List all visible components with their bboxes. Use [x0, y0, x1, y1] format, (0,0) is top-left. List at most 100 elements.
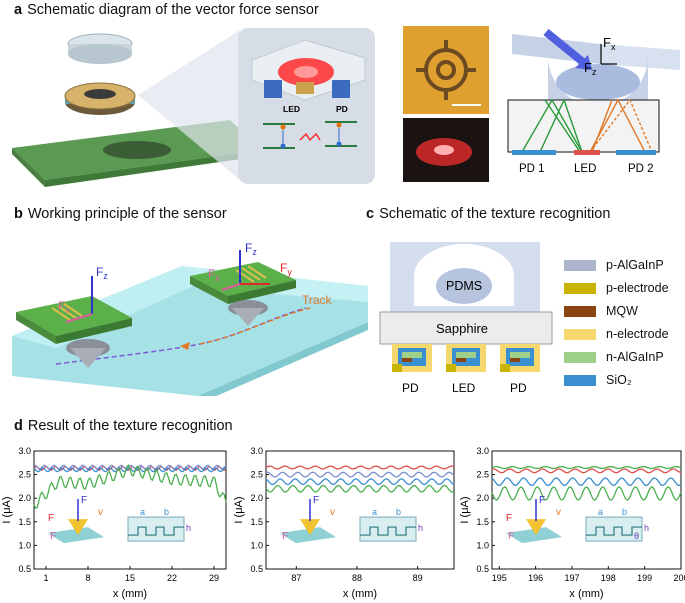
zoom-led-label: LED: [283, 104, 300, 114]
y-tick-label: 0.5: [250, 564, 263, 574]
inset-fy-label: F: [506, 513, 512, 524]
y-tick-label: 1.5: [476, 517, 489, 527]
inset-probe: [526, 519, 546, 536]
legend-label: SiO₂: [606, 373, 632, 387]
inset-fx-label: F: [50, 531, 56, 542]
inset-profile-box: [359, 516, 417, 542]
y-tick-label: 1.5: [18, 517, 31, 527]
pd1-label: PD 1: [519, 163, 545, 175]
legend-swatch: [564, 328, 596, 340]
inset-fy-label: F: [48, 513, 54, 524]
y-tick-label: 3.0: [250, 446, 263, 456]
legend-item: n-electrode: [564, 327, 669, 341]
band-diagram-led: [263, 123, 295, 149]
y-axis-label: I (μA): [1, 496, 13, 523]
right-fx-label: Fx: [208, 267, 220, 283]
legend-swatch: [564, 374, 596, 386]
legend-label: p-AlGaInP: [606, 258, 664, 272]
micrograph-electrodes: [416, 40, 476, 100]
y-tick-label: 3.0: [476, 446, 489, 456]
y-tick-label: 0.5: [18, 564, 31, 574]
right-fy-label: Fy: [280, 261, 292, 277]
inset-probe: [300, 519, 320, 536]
sapphire-label: Sapphire: [436, 321, 488, 336]
zoom-pd-label: PD: [336, 104, 348, 114]
inset-surface: [48, 527, 104, 544]
sensor-cap: [67, 33, 133, 64]
x-tick-label: 89: [413, 573, 423, 583]
inset-fx-label: F: [508, 531, 514, 542]
series-line: [491, 465, 682, 470]
track-arrowhead: [180, 342, 190, 350]
y-tick-label: 2.5: [250, 470, 263, 480]
series-line: [265, 465, 455, 470]
series-line: [33, 464, 227, 510]
y-tick-label: 1.0: [18, 540, 31, 550]
panel-b-title-text: Working principle of the sensor: [27, 206, 227, 222]
legend-swatch: [564, 259, 596, 271]
y-axis-label: I (μA): [233, 496, 245, 523]
x-tick-label: 29: [209, 573, 219, 583]
pd1-block: [512, 150, 556, 155]
y-axis-label: I (μA): [459, 496, 471, 523]
panel-b-letter: b: [14, 206, 23, 222]
x-tick-label: 195: [492, 573, 507, 583]
legend-swatch: [564, 282, 596, 294]
fz-label: Fz: [584, 60, 597, 77]
sensor-right: [190, 262, 296, 326]
legend-swatch: [564, 351, 596, 363]
x-axis-label: x (mm): [569, 588, 603, 600]
y-tick-label: 2.5: [476, 470, 489, 480]
led-block: [574, 150, 600, 155]
x-tick-label: 15: [125, 573, 135, 583]
x-tick-label: 198: [601, 573, 616, 583]
x-tick-label: 1: [43, 573, 48, 583]
pdms-dome: [390, 242, 540, 316]
inset-fz-label: F: [81, 495, 87, 506]
x-axis-label: x (mm): [113, 588, 147, 600]
force-arrow: [543, 28, 592, 71]
x-tick-label: 200: [673, 573, 685, 583]
inset-fx-label: F: [282, 531, 288, 542]
sensor-chip-layer: [64, 82, 136, 115]
optical-cavity: [507, 99, 660, 153]
inset-h-label: h: [644, 523, 649, 533]
x-tick-label: 22: [167, 573, 177, 583]
glow-core: [434, 145, 454, 155]
panel-d-letter: d: [14, 418, 23, 434]
material-legend: p-AlGaInP p-electrode MQW n-electrode n-…: [564, 258, 684, 398]
panel-d-title-text: Result of the texture recognition: [27, 418, 233, 434]
panel-a-title-text: Schematic diagram of the vector force se…: [27, 2, 319, 18]
inset-a-label: a: [140, 507, 145, 517]
plot-frame: [265, 450, 455, 570]
legend-item: MQW: [564, 304, 638, 318]
x-tick-label: 88: [352, 573, 362, 583]
y-tick-label: 2.0: [18, 493, 31, 503]
left-fz-label: Fz: [96, 265, 108, 281]
x-tick-label: 87: [291, 573, 301, 583]
track-path-orange: [199, 307, 311, 345]
orange-ray-paths: [589, 98, 653, 153]
series-line: [491, 468, 682, 474]
inset-surface: [506, 527, 562, 544]
y-tick-label: 2.0: [250, 493, 263, 503]
led-label: LED: [574, 163, 596, 175]
fx-label: Fx: [603, 35, 616, 52]
series-line: [491, 477, 682, 487]
y-tick-label: 1.0: [476, 540, 489, 550]
chip-label-0: PD: [402, 381, 419, 394]
inset-surface: [280, 527, 336, 544]
inset-b-label: b: [396, 507, 401, 517]
plot-frame: [491, 450, 682, 570]
inset-profile: [128, 526, 184, 536]
legend-label: n-electrode: [606, 327, 669, 341]
series-line: [33, 464, 227, 470]
pdms-label: PDMS: [446, 279, 482, 293]
green-ray-paths: [521, 98, 583, 153]
series-line: [491, 486, 682, 501]
